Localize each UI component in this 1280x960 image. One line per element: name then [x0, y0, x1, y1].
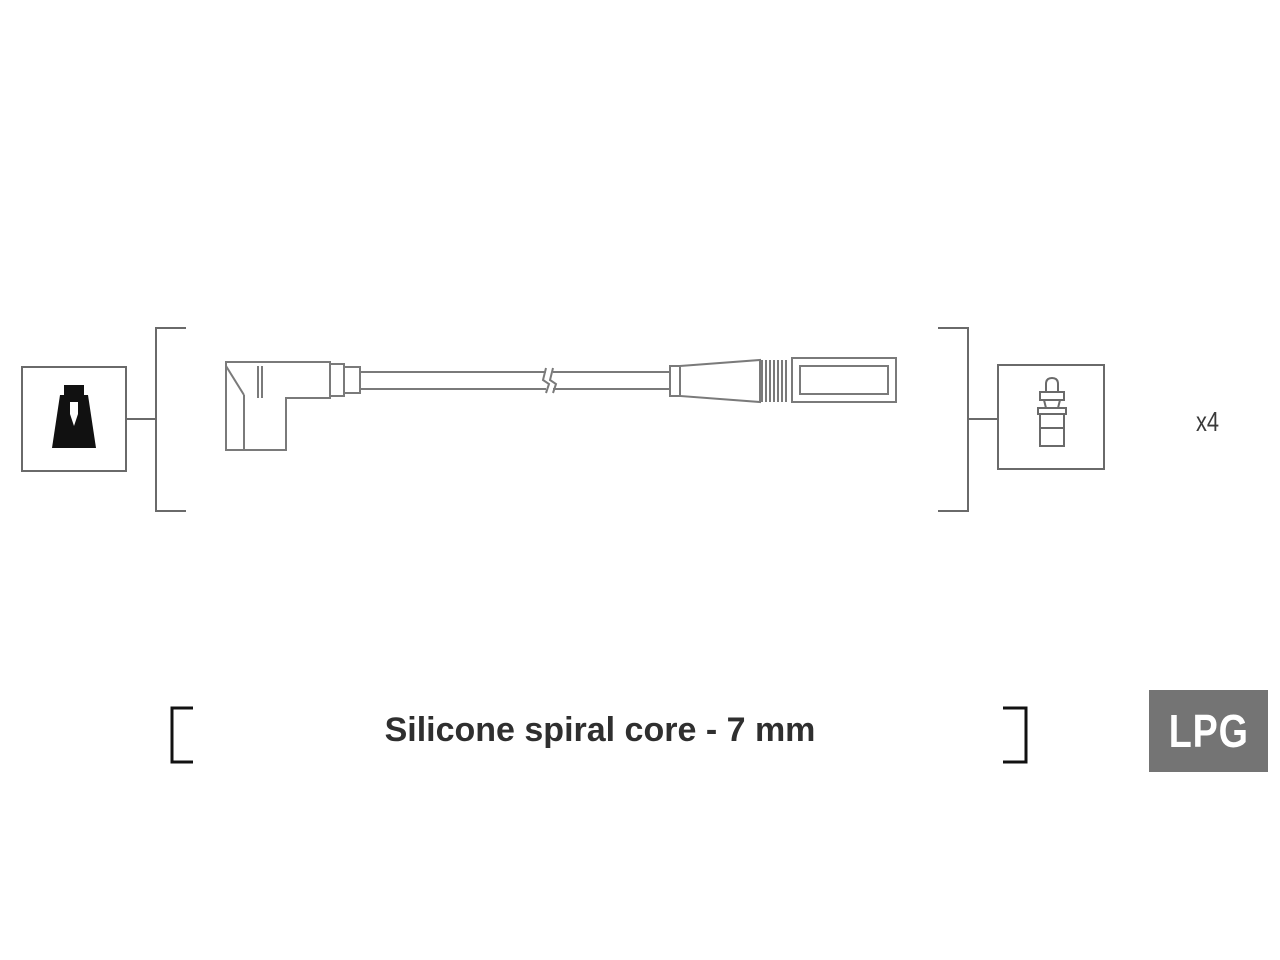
- fuel-type-badge-text: LPG: [1168, 705, 1249, 757]
- spec-right-bracket: [1003, 706, 1028, 764]
- right-bracket: [938, 327, 969, 512]
- fuel-type-badge: LPG: [1149, 690, 1268, 772]
- quantity-label: x4: [1196, 406, 1220, 437]
- coil-terminal-icon: [52, 385, 96, 448]
- spark-plug-terminal-icon: [1037, 376, 1067, 447]
- ignition-cable: [225, 357, 897, 451]
- spec-left-bracket: [170, 706, 193, 764]
- spark-plug-terminal-box: [997, 364, 1105, 470]
- left-bracket: [155, 327, 186, 512]
- cable-spec-label: Silicone spiral core - 7 mm: [384, 711, 816, 749]
- angled-boot: [225, 361, 331, 451]
- coil-terminal-box: [21, 366, 127, 472]
